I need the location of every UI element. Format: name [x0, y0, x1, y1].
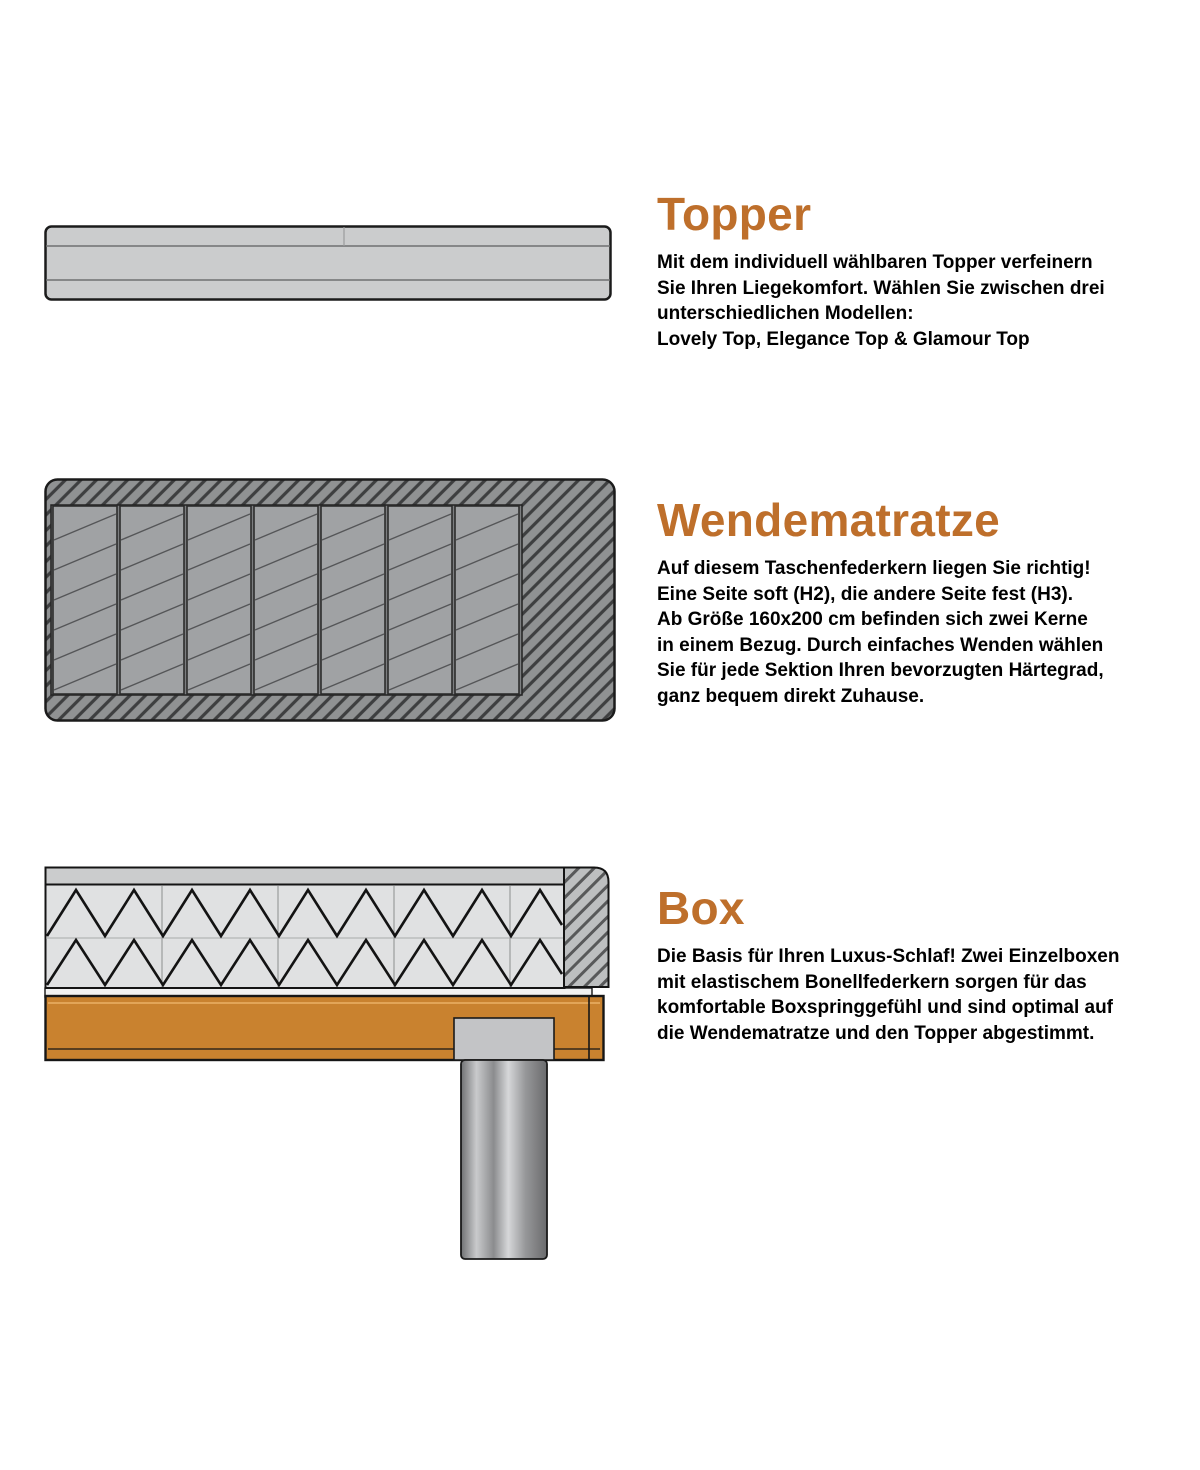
bonell-zigzag-row-2: [45, 937, 564, 988]
topper-heading: Topper: [657, 188, 812, 240]
box-top-padding-layer: [44, 866, 566, 886]
bonell-spring-area: [44, 883, 566, 989]
topper-section-text: Topper Mit dem individuell wählbaren Top…: [657, 190, 1200, 352]
bonell-zigzag-row-1: [45, 887, 564, 939]
box-hatched-end-block: [563, 866, 610, 988]
box-cross-section-diagram: [44, 866, 610, 1260]
leg-cylinder: [460, 1059, 548, 1260]
wendematratze-cross-section-diagram: [44, 478, 616, 722]
box-description: Die Basis für Ihren Luxus-Schlaf! Zwei E…: [657, 946, 1120, 1044]
topper-slab: [44, 225, 612, 301]
leg-mounting-plate: [453, 1017, 555, 1061]
pocket-springs: [52, 505, 520, 695]
box-section-text: Box Die Basis für Ihren Luxus-Schlaf! Zw…: [657, 884, 1200, 1046]
wendematratze-heading: Wendematratze: [657, 494, 1001, 546]
metal-leg: [453, 1017, 555, 1260]
topper-description: Mit dem individuell wählbaren Topper ver…: [657, 252, 1105, 350]
topper-cross-section-diagram: [44, 225, 612, 301]
wendematratze-description: Auf diesem Taschenfederkern liegen Sie r…: [657, 558, 1104, 707]
wendematratze-section-text: Wendematratze Auf diesem Taschenfederker…: [657, 496, 1200, 709]
box-heading: Box: [657, 882, 745, 934]
